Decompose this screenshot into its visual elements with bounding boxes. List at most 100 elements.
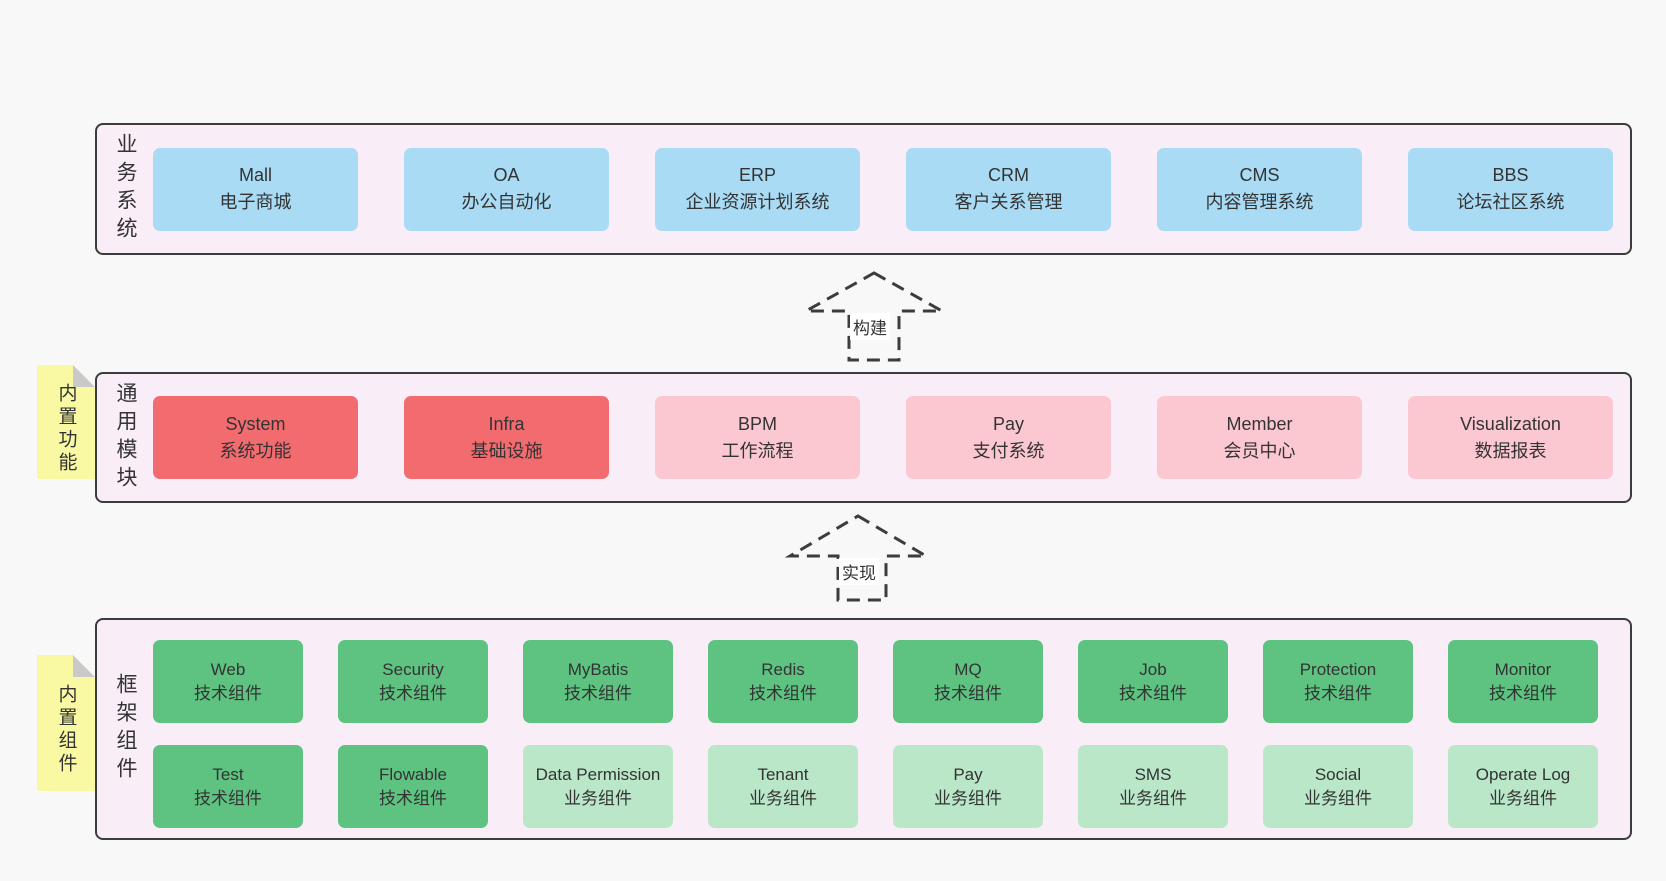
node-subtitle: 电子商城	[219, 192, 292, 212]
node-title: System	[225, 413, 286, 434]
diagram-node-pay-component: Pay 业务组件	[893, 745, 1043, 828]
node-title: Redis	[761, 660, 805, 680]
builtin-components-sticky: 内置组件	[37, 655, 95, 791]
node-subtitle: 办公自动化	[461, 192, 552, 212]
component-row-1: Web 技术组件 Security 技术组件 MyBatis 技术组件 Redi…	[153, 640, 1630, 723]
node-title: Tenant	[757, 765, 809, 785]
up-arrow-icon	[785, 514, 931, 602]
node-title: Infra	[488, 413, 525, 434]
node-title: OA	[493, 165, 520, 185]
diagram-node-member: Member 会员中心	[1157, 396, 1362, 479]
node-title: MyBatis	[567, 660, 629, 680]
diagram-node-erp: ERP 企业资源计划系统	[655, 147, 860, 231]
diagram-node-operate-log: Operate Log 业务组件	[1448, 745, 1598, 828]
node-subtitle: 客户关系管理	[954, 192, 1063, 212]
node-subtitle: 工作流程	[721, 440, 794, 461]
node-title: CRM	[988, 165, 1029, 185]
diagram-node-cms: CMS 内容管理系统	[1157, 147, 1362, 231]
diagram-node-crm: CRM 客户关系管理	[906, 147, 1111, 231]
diagram-node-data-permission: Data Permission 业务组件	[523, 745, 673, 828]
node-title: Monitor	[1494, 660, 1552, 680]
diagram-node-redis: Redis 技术组件	[708, 640, 858, 723]
node-subtitle: 论坛社区系统	[1456, 192, 1565, 212]
diagram-node-sms: SMS 业务组件	[1078, 745, 1228, 828]
node-title: Test	[212, 765, 244, 785]
folded-corner-icon	[73, 365, 95, 387]
node-title: Security	[382, 660, 444, 680]
node-subtitle: 技术组件	[379, 788, 447, 808]
diagram-node-mall: Mall 电子商城	[153, 147, 358, 231]
diagram-node-bbs: BBS 论坛社区系统	[1408, 147, 1613, 231]
implement-arrow-label: 实现	[839, 558, 879, 585]
build-arrow-label: 构建	[850, 313, 890, 340]
node-title: Operate Log	[1475, 765, 1571, 785]
node-subtitle: 内容管理系统	[1205, 192, 1314, 212]
business-systems-panel: 业务系统 Mall 电子商城 OA 办公自动化 ERP 企业资源计划系统 CRM…	[95, 123, 1632, 255]
node-subtitle: 企业资源计划系统	[685, 192, 830, 212]
build-arrow: 构建	[800, 270, 950, 365]
diagram-node-social: Social 业务组件	[1263, 745, 1413, 828]
diagram-node-flowable: Flowable 技术组件	[338, 745, 488, 828]
node-title: Pay	[992, 413, 1025, 434]
sticky-label: 内置功能	[55, 383, 77, 475]
diagram-node-monitor: Monitor 技术组件	[1448, 640, 1598, 723]
node-title: Mall	[238, 165, 272, 185]
node-title: Data Permission	[535, 765, 661, 785]
diagram-node-system: System 系统功能	[153, 396, 358, 479]
node-subtitle: 基础设施	[470, 440, 543, 461]
node-title: Protection	[1299, 660, 1377, 680]
node-title: Job	[1139, 660, 1167, 680]
node-title: Flowable	[378, 765, 448, 785]
diagram-node-security: Security 技术组件	[338, 640, 488, 723]
diagram-node-infra: Infra 基础设施	[404, 396, 609, 479]
diagram-node-protection: Protection 技术组件	[1263, 640, 1413, 723]
node-subtitle: 技术组件	[934, 683, 1002, 703]
common-modules-panel: 通用模块 System 系统功能 Infra 基础设施 BPM 工作流程 Pay…	[95, 372, 1632, 503]
node-subtitle: 业务组件	[1489, 788, 1557, 808]
node-subtitle: 业务组件	[564, 788, 632, 808]
diagram-node-visualization: Visualization 数据报表	[1408, 396, 1613, 479]
diagram-node-oa: OA 办公自动化	[404, 147, 609, 231]
node-title: MQ	[954, 660, 982, 680]
diagram-node-tenant: Tenant 业务组件	[708, 745, 858, 828]
diagram-node-mq: MQ 技术组件	[893, 640, 1043, 723]
builtin-features-sticky: 内置功能	[37, 365, 95, 479]
node-title: Member	[1226, 413, 1293, 434]
node-subtitle: 技术组件	[1119, 683, 1187, 703]
node-subtitle: 技术组件	[379, 683, 447, 703]
business-panel-side-label: 业务系统	[114, 133, 137, 245]
node-subtitle: 业务组件	[1119, 788, 1187, 808]
node-subtitle: 技术组件	[1304, 683, 1372, 703]
node-title: CMS	[1239, 165, 1280, 185]
component-row-2: Test 技术组件 Flowable 技术组件 Data Permission …	[153, 745, 1630, 828]
modules-panel-side-label: 通用模块	[114, 381, 137, 494]
sticky-label: 内置组件	[55, 684, 77, 776]
node-subtitle: 业务组件	[1304, 788, 1372, 808]
diagram-node-pay-system: Pay 支付系统	[906, 396, 1111, 479]
diagram-node-job: Job 技术组件	[1078, 640, 1228, 723]
node-title: BPM	[737, 413, 777, 434]
implement-arrow: 实现	[785, 513, 931, 603]
node-title: Pay	[953, 765, 983, 785]
node-subtitle: 业务组件	[934, 788, 1002, 808]
node-subtitle: 技术组件	[749, 683, 817, 703]
up-arrow-icon	[800, 271, 948, 362]
diagram-node-test: Test 技术组件	[153, 745, 303, 828]
node-title: BBS	[1492, 165, 1529, 185]
diagram-node-web: Web 技术组件	[153, 640, 303, 723]
components-panel-side-label: 框架组件	[114, 673, 137, 785]
component-boxes: Web 技术组件 Security 技术组件 MyBatis 技术组件 Redi…	[153, 640, 1630, 828]
node-subtitle: 技术组件	[564, 683, 632, 703]
node-subtitle: 技术组件	[194, 683, 262, 703]
node-title: Social	[1314, 765, 1362, 785]
node-title: SMS	[1134, 765, 1172, 785]
node-subtitle: 技术组件	[1489, 683, 1557, 703]
diagram-node-bpm: BPM 工作流程	[655, 396, 860, 479]
framework-components-panel: 框架组件 Web 技术组件 Security 技术组件 MyBatis 技术组件…	[95, 618, 1632, 840]
node-subtitle: 系统功能	[219, 440, 292, 461]
node-subtitle: 会员中心	[1223, 440, 1296, 461]
node-subtitle: 数据报表	[1474, 440, 1547, 461]
node-title: Web	[210, 660, 246, 680]
diagram-node-mybatis: MyBatis 技术组件	[523, 640, 673, 723]
